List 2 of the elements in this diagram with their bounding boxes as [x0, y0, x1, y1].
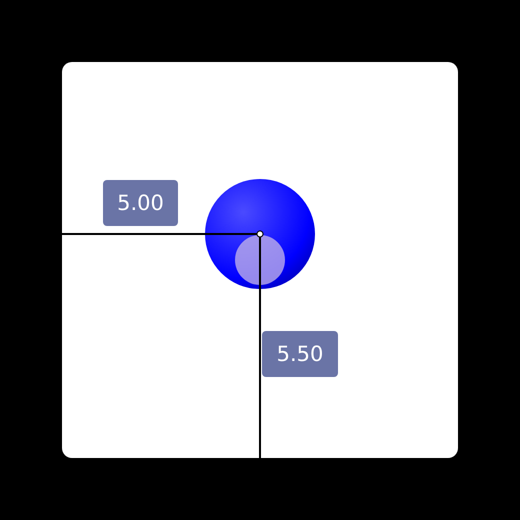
dimension-label: 5.00	[103, 180, 178, 226]
dimension-label: 5.50	[262, 331, 338, 377]
